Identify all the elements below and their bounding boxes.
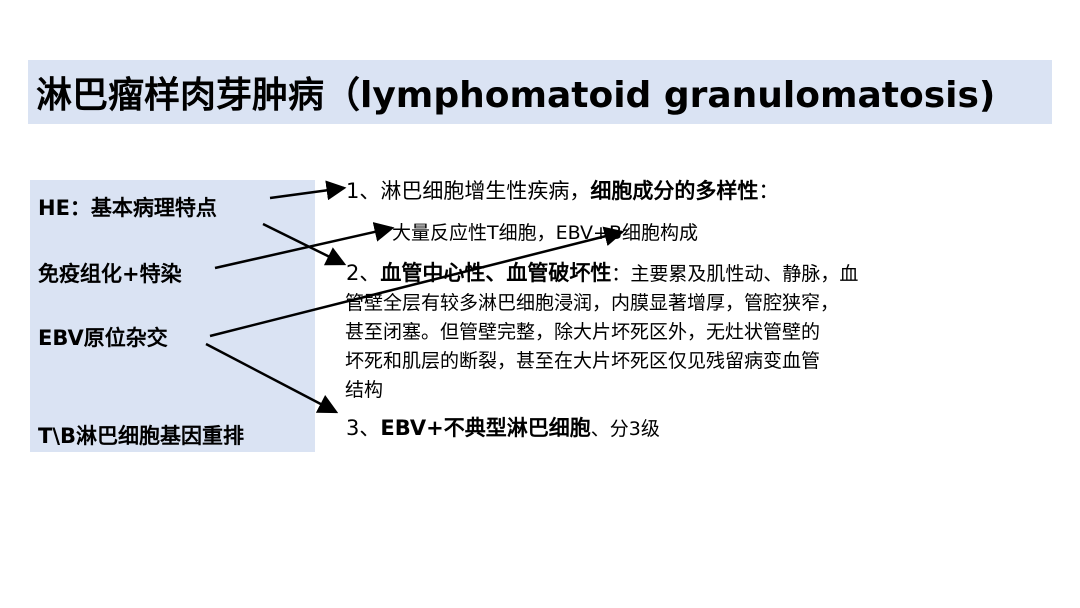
point-2-line: 管壁全层有较多淋巴细胞浸润，内膜显著增厚，管腔狭窄， bbox=[345, 292, 840, 314]
point-1-text: 1、淋巴细胞增生性疾病， bbox=[346, 179, 591, 203]
arrow-ebv-to-sub bbox=[209, 226, 625, 338]
arrow-ihc-to-sub bbox=[214, 222, 395, 270]
label-gene-rearrangement: T\B淋巴细胞基因重排 bbox=[38, 424, 245, 448]
label-ihc: 免疫组化+特染 bbox=[38, 262, 182, 286]
arrow-ebv-to-point3 bbox=[205, 342, 339, 414]
point-1-colon: ： bbox=[758, 179, 780, 203]
title-band bbox=[28, 60, 1052, 124]
point-3-text: 、分3级 bbox=[590, 418, 660, 440]
point-3-bold: EBV+不典型淋巴细胞 bbox=[380, 416, 591, 440]
slide-title: 淋巴瘤样肉芽肿病（lymphomatoid granulomatosis) bbox=[36, 75, 996, 116]
arrow-he-to-point2 bbox=[262, 222, 347, 266]
point-1: 1、淋巴细胞增生性疾病，细胞成分的多样性： bbox=[346, 175, 779, 205]
point-3: 3、EBV+不典型淋巴细胞、分3级 bbox=[346, 412, 660, 442]
point-1-bold: 细胞成分的多样性 bbox=[590, 179, 759, 203]
point-2-text: ：主要累及肌性动、静脉，血 bbox=[611, 263, 859, 285]
label-he: HE：基本病理特点 bbox=[38, 196, 217, 220]
point-2-line: 坏死和肌层的断裂，甚至在大片坏死区仅见残留病变血管 bbox=[345, 350, 821, 372]
label-ebv-ish: EBV原位杂交 bbox=[38, 326, 168, 350]
point-2-line: 甚至闭塞。但管壁完整，除大片坏死区外，无灶状管壁的 bbox=[345, 321, 821, 343]
arrow-he-to-point1 bbox=[269, 180, 347, 201]
point-2-number: 2、 bbox=[346, 261, 381, 285]
point-2-line: 结构 bbox=[345, 379, 384, 401]
point-3-number: 3、 bbox=[346, 416, 381, 440]
